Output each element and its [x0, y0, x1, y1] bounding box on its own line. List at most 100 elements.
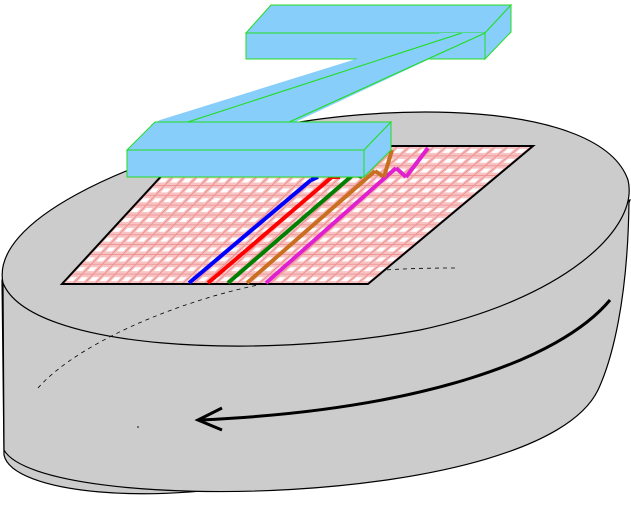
grid-cell: [455, 168, 468, 173]
grid-cell: [330, 237, 342, 242]
grid-cell: [285, 237, 296, 242]
grid-cell: [302, 188, 314, 193]
grid-cell: [114, 237, 125, 242]
grid-cell: [444, 178, 456, 183]
grid-cell: [308, 257, 320, 262]
grid-cell: [386, 247, 398, 252]
grid-cell: [286, 277, 297, 282]
grid-cell: [503, 158, 516, 163]
grid-cell: [386, 208, 398, 213]
grid-cell: [327, 198, 339, 203]
grid-cell: [363, 208, 375, 213]
grid-cell: [186, 198, 198, 203]
grid-cell: [184, 247, 195, 252]
z-bottom-bar-front: [126, 149, 365, 178]
grid-cell: [394, 158, 406, 163]
grid-cell: [308, 267, 320, 272]
grid-cell: [433, 217, 445, 222]
grid-cell: [454, 148, 466, 153]
grid-cell: [202, 217, 213, 222]
grid-cell: [146, 227, 158, 232]
grid-cell: [304, 198, 315, 203]
grid-cell: [110, 277, 121, 282]
grid-cell: [386, 198, 398, 203]
grid-cell: [177, 208, 188, 213]
grid-cell: [456, 188, 468, 193]
grid-cell: [387, 217, 399, 222]
grid-cell: [348, 178, 360, 183]
grid-cell: [200, 208, 212, 213]
grid-cell: [456, 178, 468, 183]
grid-cell: [121, 277, 132, 282]
grid-cell: [247, 208, 258, 213]
grid-cell: [387, 237, 399, 242]
grid-cell: [433, 198, 445, 203]
grid-cell: [160, 237, 171, 242]
grid-cell: [142, 208, 153, 213]
grid-cell: [231, 188, 243, 193]
grid-cell: [263, 257, 275, 262]
grid-cell: [341, 267, 353, 272]
grid-cell: [67, 277, 77, 282]
grid-cell: [364, 227, 376, 232]
magenta-stripe: [264, 166, 398, 285]
grid-cell: [283, 217, 294, 222]
grid-cell: [340, 217, 352, 222]
grid-cell: [188, 208, 200, 213]
grid-cell: [156, 217, 167, 222]
center-dot: [137, 426, 139, 428]
grid-cell: [148, 188, 160, 193]
grid-cell: [195, 247, 206, 252]
grid-cell: [165, 208, 176, 213]
grid-cell: [421, 208, 433, 213]
grid-cell: [341, 257, 353, 262]
grid-cell: [154, 277, 165, 282]
grid-cell: [408, 178, 420, 183]
grid-cell: [352, 257, 364, 262]
grid-cell: [297, 277, 308, 282]
grid-cell: [319, 247, 331, 252]
grid-cell: [385, 188, 397, 193]
red-stripe: [206, 175, 334, 285]
grid-cell: [164, 267, 175, 272]
grid-cell: [319, 277, 330, 282]
grid-cell: [279, 188, 290, 193]
grid-cell: [181, 227, 192, 232]
grid-cell: [421, 217, 433, 222]
grid-cell: [135, 227, 146, 232]
grid-cell: [364, 247, 376, 252]
grid-cell: [393, 148, 405, 153]
grid-cell: [271, 217, 283, 222]
grid-cell: [96, 257, 107, 262]
grid-cell: [238, 227, 249, 232]
grid-cell: [397, 188, 409, 193]
grid-cell: [265, 178, 277, 183]
grid-cell: [430, 158, 443, 163]
grid-cell: [466, 148, 478, 153]
grid-cell: [241, 257, 252, 262]
grid-cell: [112, 227, 123, 232]
grid-cell: [272, 227, 284, 232]
grid-cell: [169, 227, 181, 232]
grid-cell: [205, 178, 217, 183]
grid-cell: [421, 188, 433, 193]
grid-cell: [196, 257, 208, 262]
grid-cell: [128, 247, 139, 252]
grid-cell: [173, 247, 184, 252]
grid-cell: [479, 168, 492, 173]
grid-cell: [362, 198, 374, 203]
orange-stripe: [245, 169, 377, 285]
grid-cell: [116, 247, 127, 252]
z-diagonal-edge-a2: [187, 32, 463, 123]
cylinder-side-outline: [2, 199, 630, 493]
grid-cell: [410, 217, 422, 222]
grid-cell: [85, 257, 96, 262]
grid-cell: [186, 267, 198, 272]
magenta-stripe-top: [394, 166, 408, 179]
grid-cell: [410, 208, 422, 213]
blue-stripe: [187, 178, 313, 285]
grid-cell: [100, 277, 110, 282]
grid-cell: [443, 168, 455, 173]
